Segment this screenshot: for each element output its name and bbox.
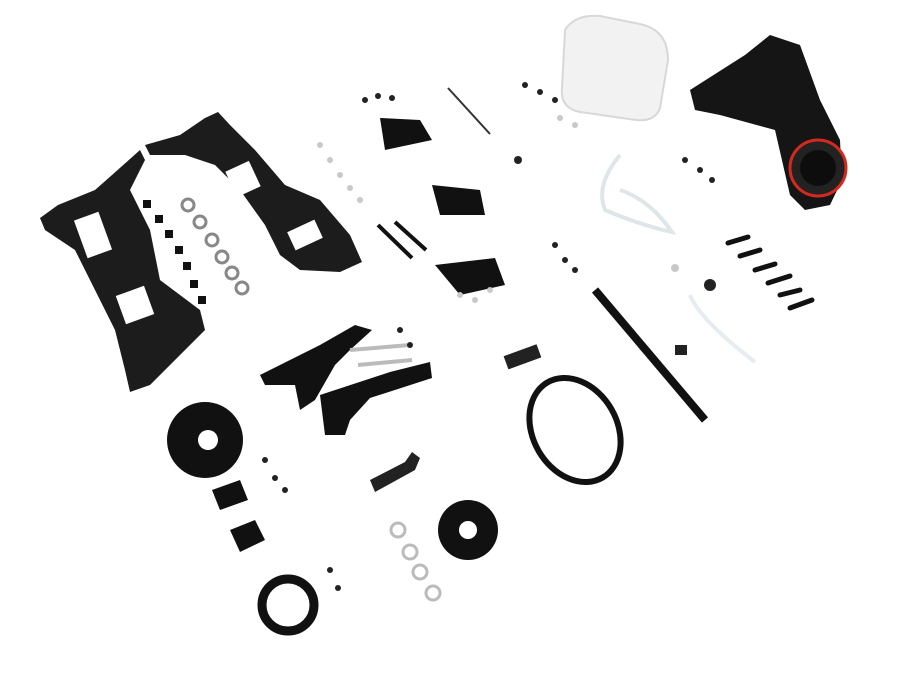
small-hardware xyxy=(262,82,716,591)
linkage-rod xyxy=(447,87,491,135)
frame-cutout xyxy=(225,160,261,198)
pulley-hole xyxy=(459,521,477,539)
clutch-ring xyxy=(257,574,319,636)
bracket-plate xyxy=(435,258,505,295)
drive-belt xyxy=(526,374,624,486)
boom-rod xyxy=(591,287,709,423)
washers xyxy=(389,521,442,602)
standoff-rod xyxy=(357,358,413,367)
motor-mount-2 xyxy=(320,362,432,435)
frame-cutout xyxy=(287,219,323,251)
fuel-tubing xyxy=(600,153,677,236)
metal-nuts xyxy=(317,115,679,303)
spacer-blocks xyxy=(143,200,206,304)
fan-hub xyxy=(198,430,218,450)
standoff-rod xyxy=(349,343,411,352)
bracket-mid xyxy=(432,185,485,215)
shroud-opening xyxy=(800,150,836,186)
rod xyxy=(376,223,414,260)
bracket-top xyxy=(380,118,432,150)
bolts-right xyxy=(725,234,815,311)
fuel-tank xyxy=(560,14,670,122)
rod xyxy=(393,220,428,252)
fuel-tubing-2 xyxy=(688,294,757,364)
frame-cutout xyxy=(115,285,155,325)
carbon-frame-left xyxy=(40,150,205,392)
drive-shaft xyxy=(370,452,420,492)
gasket xyxy=(212,480,248,510)
frame-cutout xyxy=(73,211,113,259)
carb-adapter xyxy=(230,520,265,552)
nuts-column xyxy=(180,197,250,296)
motor-mount xyxy=(260,325,372,410)
